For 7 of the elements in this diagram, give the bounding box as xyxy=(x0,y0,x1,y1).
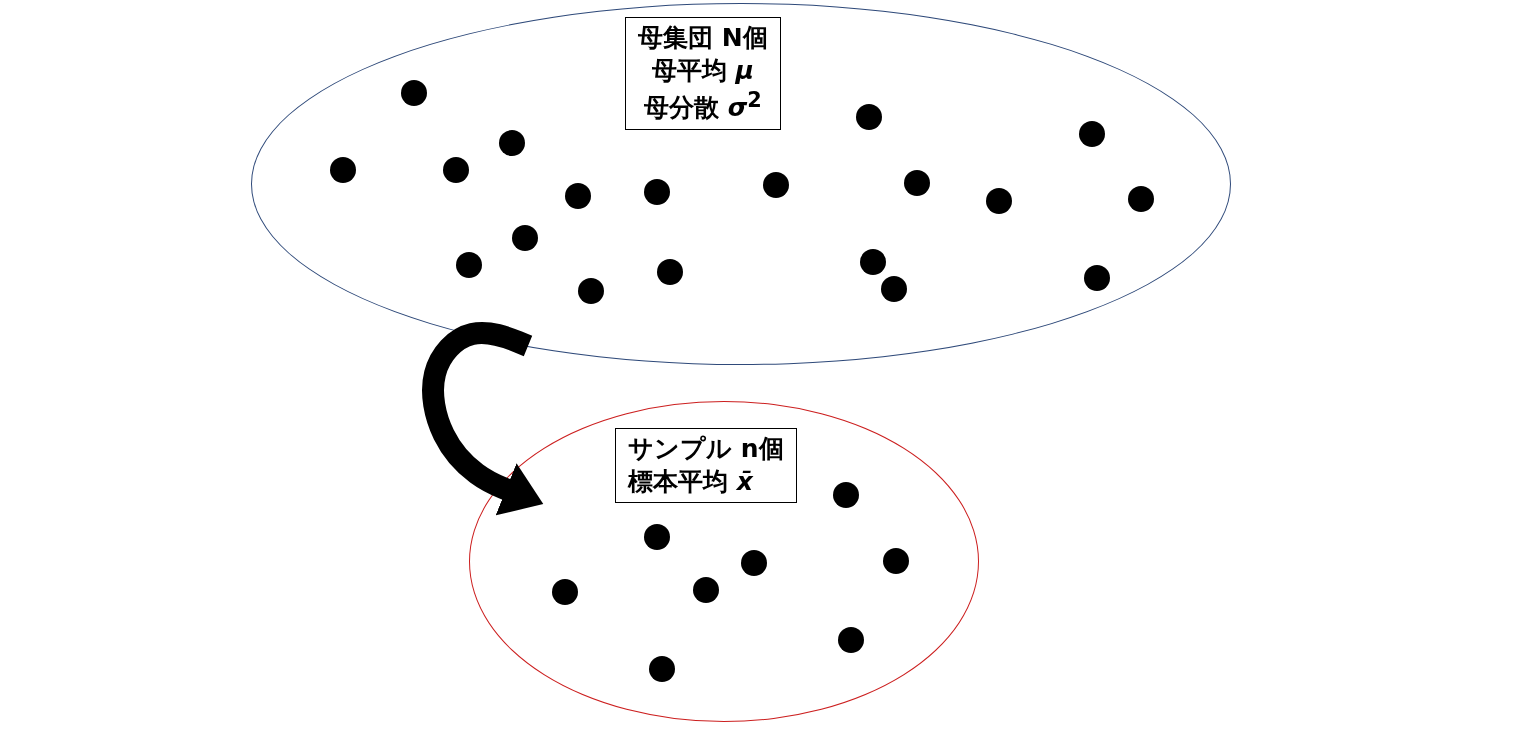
node-text: 標本平均 x̄ xyxy=(628,465,754,498)
node-text: 母平均 μ xyxy=(650,54,755,87)
node-text: 母分散 σ$^{2}$ xyxy=(642,87,763,125)
text-box xyxy=(625,17,781,130)
text-box xyxy=(615,428,797,503)
node-text: サンプル n個 xyxy=(628,433,784,465)
node-text: 母集団 N個 xyxy=(638,22,768,54)
